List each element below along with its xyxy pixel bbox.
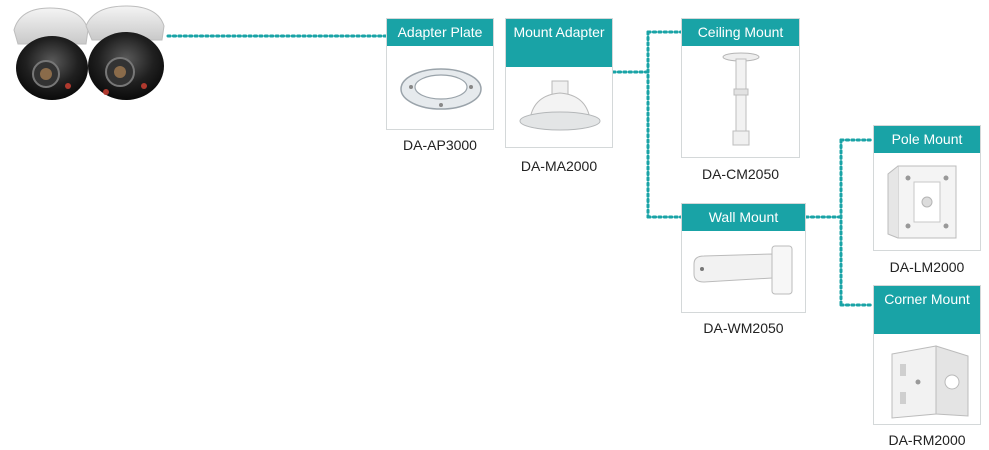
ceiling-mount-icon — [722, 52, 760, 146]
corner-mount-card[interactable]: Corner Mount — [873, 285, 981, 425]
adapter-plate-title: Adapter Plate — [387, 19, 493, 46]
ceiling-mount-card[interactable]: Ceiling Mount — [681, 18, 800, 158]
wall-mount-title: Wall Mount — [682, 204, 805, 231]
corner-mount-icon — [891, 345, 969, 419]
mount-adapter-icon — [519, 80, 601, 131]
adapter-plate-icon — [400, 68, 482, 110]
pole-mount-title: Pole Mount — [874, 126, 980, 153]
wall-mount-model: DA-WM2050 — [703, 320, 784, 336]
wall-mount-icon — [693, 245, 793, 295]
ceiling-mount-model: DA-CM2050 — [701, 166, 780, 182]
mount-adapter-model: DA-MA2000 — [520, 158, 598, 174]
dome-camera-pair-icon — [13, 5, 165, 100]
pole-mount-icon — [887, 165, 957, 239]
adapter-plate-card[interactable]: Adapter Plate — [386, 18, 494, 130]
corner-mount-model: DA-RM2000 — [888, 432, 966, 448]
corner-mount-title: Corner Mount — [874, 286, 980, 334]
pole-mount-model: DA-LM2000 — [889, 259, 965, 275]
adapter-plate-model: DA-AP3000 — [403, 137, 477, 153]
ceiling-mount-title: Ceiling Mount — [682, 19, 799, 46]
pole-mount-card[interactable]: Pole Mount — [873, 125, 981, 251]
mount-adapter-card[interactable]: Mount Adapter — [505, 18, 613, 148]
wall-mount-card[interactable]: Wall Mount — [681, 203, 806, 313]
mount-adapter-title: Mount Adapter — [506, 19, 612, 67]
